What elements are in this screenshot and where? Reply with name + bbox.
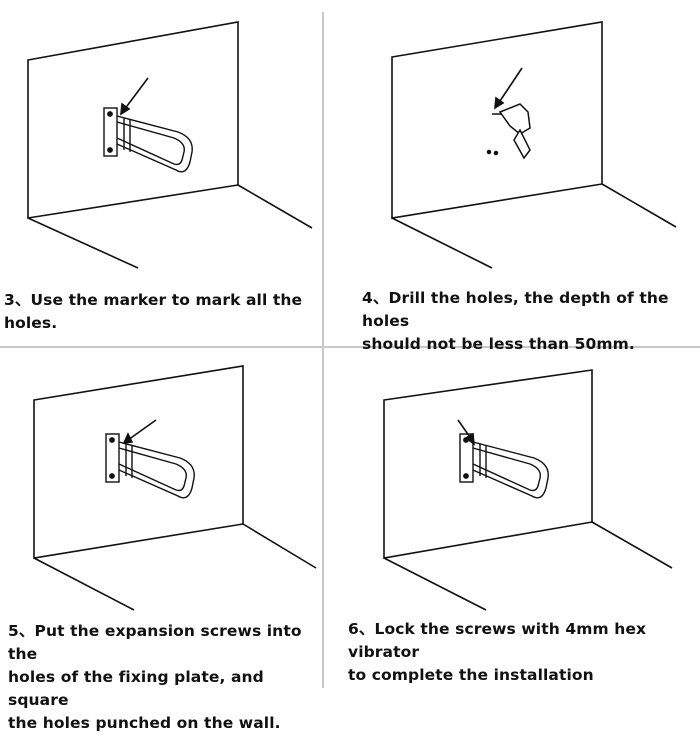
step-4-caption: 4、Drill the holes, the depth of the hole… [362, 289, 669, 353]
step-5-illustration [33, 365, 317, 611]
vertical-divider [322, 12, 324, 688]
room-corner [27, 21, 313, 269]
horizontal-divider [0, 346, 700, 348]
step-5-panel: 5、Put the expansion screws into the hole… [0, 348, 322, 732]
arrow-icon [457, 419, 475, 446]
step-6-caption: 6、Lock the screws with 4mm hex vibrator … [348, 620, 647, 684]
grab-bar-icon [459, 433, 549, 499]
step-3-panel: 3、Use the marker to mark all the holes. [0, 0, 322, 346]
room-corner [383, 369, 673, 611]
step-5-caption: 5、Put the expansion screws into the hole… [8, 622, 302, 732]
grab-bar-icon [105, 433, 195, 499]
step-6-panel: 6、Lock the screws with 4mm hex vibrator … [324, 348, 700, 700]
arrow-icon [122, 419, 157, 444]
arrow-icon [120, 77, 149, 116]
room-corner [391, 21, 677, 269]
step-3-illustration [27, 21, 313, 269]
step-4-panel: 4、Drill the holes, the depth of the hole… [324, 0, 700, 353]
arrow-icon [494, 67, 523, 110]
drill-icon [486, 103, 531, 160]
step-4-illustration [391, 21, 677, 269]
step-3-caption: 3、Use the marker to mark all the holes. [4, 291, 303, 332]
grab-bar-icon [103, 107, 193, 173]
room-corner [33, 365, 317, 611]
step-6-illustration [383, 369, 673, 611]
